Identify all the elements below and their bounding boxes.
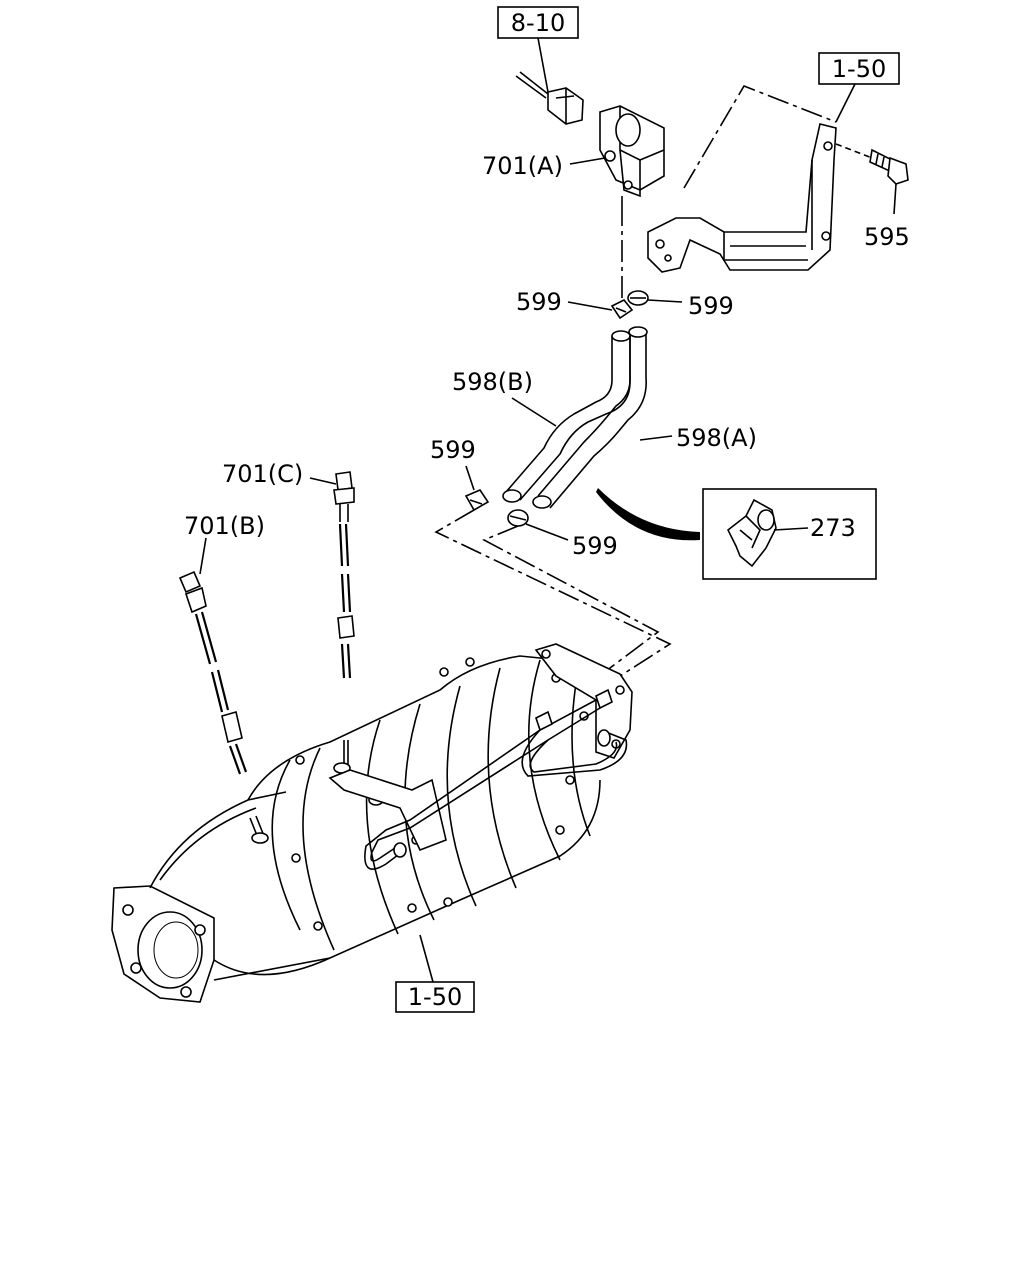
hose-clip-599-upper-left[interactable] — [610, 298, 634, 320]
ref-label-1-50-bracket: 1-50 — [832, 55, 886, 83]
callout-598a: 598(A) — [676, 424, 757, 452]
callout-599-upper-right: 599 — [688, 292, 734, 320]
ref-box-8-10[interactable]: 8-10 — [497, 6, 579, 39]
callout-701b: 701(B) — [184, 512, 265, 540]
link-sensor-bracket — [683, 85, 837, 189]
mounting-bracket[interactable] — [647, 123, 837, 273]
hose-598b[interactable] — [502, 330, 631, 503]
harness-connector — [515, 71, 584, 125]
callout-273: 273 — [810, 514, 856, 542]
callout-595: 595 — [864, 223, 910, 251]
callout-599-upper-left: 599 — [516, 288, 562, 316]
ref-box-1-50-bracket[interactable]: 1-50 — [818, 52, 900, 85]
hose-clip-599-upper-right[interactable] — [627, 290, 649, 306]
callout-598b: 598(B) — [452, 368, 533, 396]
link-hose-right-dpf — [482, 525, 660, 687]
ref-label-8-10: 8-10 — [511, 9, 565, 37]
callout-701c: 701(C) — [222, 460, 303, 488]
bolt-595[interactable] — [835, 143, 909, 185]
detail-box-273[interactable]: 273 — [702, 488, 877, 580]
hose-clip-599-lower-left[interactable] — [464, 489, 490, 512]
dpf-assembly[interactable] — [111, 643, 633, 1003]
callout-599-lower-right: 599 — [572, 532, 618, 560]
ref-box-1-50-dpf[interactable]: 1-50 — [395, 981, 475, 1013]
pressure-sensor-701a[interactable] — [599, 105, 665, 204]
callout-599-lower-left: 599 — [430, 436, 476, 464]
hose-clip-599-lower-right[interactable] — [507, 509, 529, 527]
link-hose-left-dpf — [434, 509, 672, 695]
detail-arrow — [596, 488, 700, 541]
sensor-701c[interactable] — [333, 471, 355, 768]
sensor-701b[interactable] — [178, 570, 265, 839]
ref-label-1-50-dpf: 1-50 — [408, 983, 462, 1011]
hose-598a[interactable] — [532, 326, 648, 509]
callout-701a: 701(A) — [482, 152, 563, 180]
